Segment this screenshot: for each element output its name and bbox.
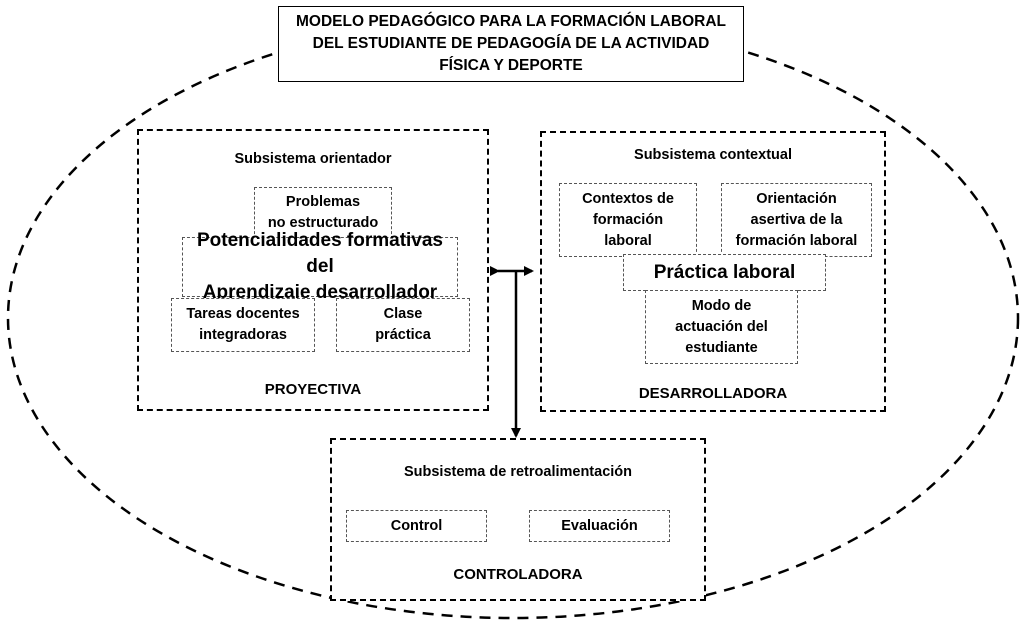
potencialidades-box: Potencialidades formativas del Aprendiza…: [182, 230, 458, 303]
control-box: Control: [346, 510, 487, 542]
practica-laboral-box: Práctica laboral: [623, 254, 826, 291]
subsystem-retroalimentacion-label: CONTROLADORA: [453, 566, 583, 583]
problemas-box: Problemas no estructurado: [254, 187, 392, 239]
modo-actuacion-box: Modo de actuación del estudiante: [645, 290, 798, 364]
subsystem-retroalimentacion-title: Subsistema de retroalimentación: [403, 464, 633, 480]
orientacion-box: Orientación asertiva de la formación lab…: [721, 183, 872, 257]
evaluacion-box: Evaluación: [529, 510, 670, 542]
clase-box: Clase práctica: [336, 298, 470, 352]
subsystem-orientador-label: PROYECTIVA: [264, 381, 362, 398]
subsystem-orientador-title: Subsistema orientador: [234, 151, 392, 167]
subsystem-contextual-label: DESARROLLADORA: [638, 385, 788, 402]
subsystem-contextual-title: Subsistema contextual: [634, 147, 792, 163]
model-title: MODELO PEDAGÓGICO PARA LA FORMACIÓN LABO…: [278, 6, 744, 82]
contextos-box: Contextos de formación laboral: [559, 183, 697, 257]
tareas-box: Tareas docentes integradoras: [171, 298, 315, 352]
